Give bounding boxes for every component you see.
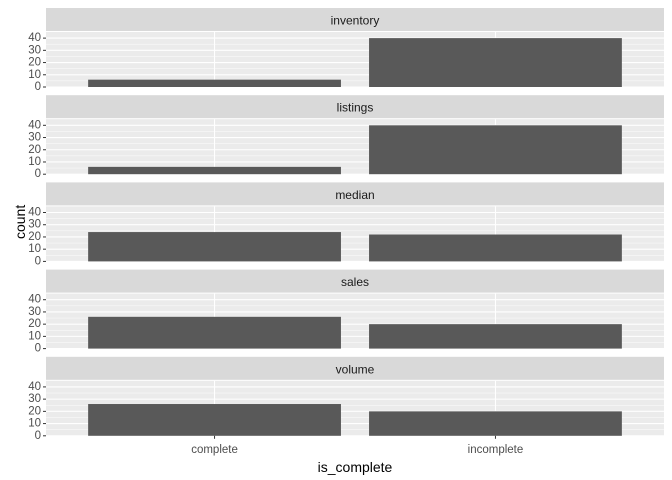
facet-strip-label: listings	[337, 101, 374, 115]
facet-panels: inventory010203040listings010203040media…	[28, 8, 664, 442]
bar-listings-complete	[88, 166, 341, 175]
y-tick-label: 20	[28, 57, 41, 69]
bar-inventory-incomplete	[369, 38, 622, 87]
facet-strip-label: inventory	[331, 14, 380, 28]
y-tick-label: 30	[28, 44, 41, 56]
facet-strip	[46, 95, 664, 119]
y-tick-label: 10	[28, 418, 41, 430]
y-tick-label: 0	[35, 81, 41, 93]
facet-strip-label: volume	[336, 362, 375, 376]
y-tick-label: 30	[28, 219, 41, 231]
y-tick-label: 30	[28, 393, 41, 405]
y-tick-label: 10	[28, 69, 41, 81]
bar-volume-complete	[88, 404, 341, 436]
facet-strip	[46, 8, 664, 31]
y-tick-label: 10	[28, 330, 41, 342]
y-tick-label: 40	[28, 207, 41, 219]
bar-sales-incomplete	[369, 324, 622, 349]
x-tick-label: incomplete	[468, 444, 524, 456]
y-tick-label: 40	[28, 294, 41, 306]
x-axis: complete incomplete	[191, 435, 524, 456]
y-tick-label: 0	[35, 343, 41, 355]
y-tick-label: 0	[35, 168, 41, 180]
x-axis-title: is_complete	[318, 459, 393, 475]
y-tick-label: 20	[28, 405, 41, 417]
bar-inventory-complete	[88, 79, 341, 87]
y-tick-label: 30	[28, 306, 41, 318]
facet-strip	[46, 269, 664, 293]
facet-strip-label: median	[335, 188, 374, 202]
facet-strip-label: sales	[341, 275, 369, 289]
bar-median-complete	[88, 232, 341, 262]
facet-strip	[46, 182, 664, 206]
y-tick-label: 40	[28, 381, 41, 393]
y-tick-label: 20	[28, 231, 41, 243]
y-tick-label: 30	[28, 132, 41, 144]
bar-listings-incomplete	[369, 125, 622, 175]
bar-median-incomplete	[369, 234, 622, 262]
x-tick-label: complete	[191, 444, 238, 456]
y-tick-label: 20	[28, 144, 41, 156]
facet-strip	[46, 356, 664, 380]
y-tick-label: 0	[35, 430, 41, 442]
y-tick-label: 10	[28, 156, 41, 168]
y-tick-label: 0	[35, 255, 41, 267]
bar-sales-complete	[88, 316, 341, 349]
y-tick-label: 20	[28, 318, 41, 330]
y-axis-title: count	[12, 205, 28, 239]
bar-volume-incomplete	[369, 411, 622, 436]
y-tick-label: 40	[28, 119, 41, 131]
y-tick-label: 40	[28, 32, 41, 44]
y-tick-label: 10	[28, 243, 41, 255]
